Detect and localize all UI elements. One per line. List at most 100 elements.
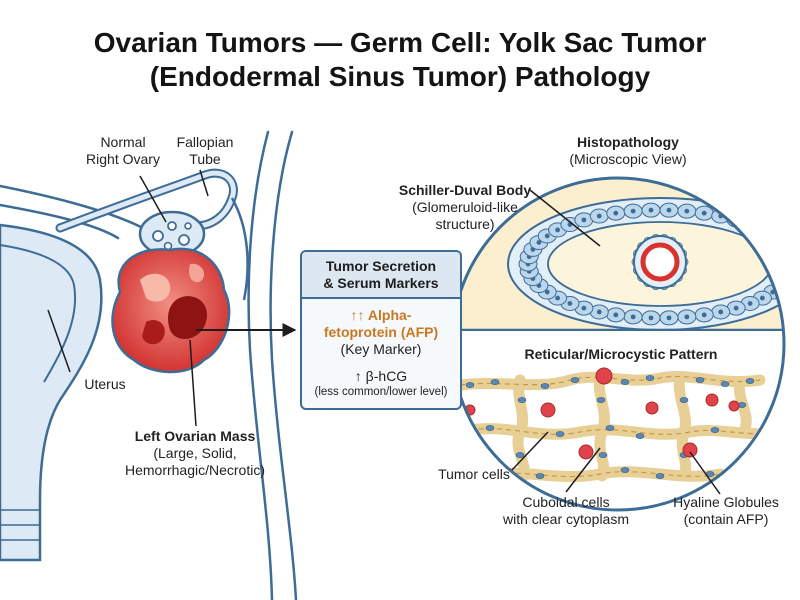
afp-marker-line2: fetoprotein (AFP) [323, 324, 439, 340]
cell-nucleus [759, 227, 765, 233]
cell-nucleus [555, 295, 561, 301]
cell-nucleus [778, 283, 784, 288]
cell-nucleus [788, 254, 793, 259]
tumor-cell [655, 473, 665, 479]
cell-nucleus [666, 207, 672, 213]
tumor-cell [620, 467, 630, 473]
afp-marker: ↑↑ Alpha- fetoprotein (AFP) [302, 307, 460, 341]
cell-nucleus [596, 213, 602, 219]
tumor-cell [635, 433, 645, 439]
cell-nucleus [555, 227, 561, 233]
anatomy-leader-lines [47, 169, 209, 427]
hcg-note: (less common/lower level) [314, 386, 448, 398]
cell-nucleus [733, 217, 739, 223]
tumor-cell [535, 473, 545, 479]
uterus-label-text: Uterus [84, 376, 126, 392]
epithelial-cell [781, 263, 784, 279]
cell-nucleus [596, 309, 602, 315]
schiller-duval-label: Schiller-Duval Body (Glomeruloid-like st… [380, 182, 550, 233]
cell-nucleus [747, 222, 753, 227]
cell-nucleus [785, 247, 790, 252]
cell-nucleus [733, 305, 739, 311]
cell-nucleus [544, 289, 550, 295]
schiller-duval-label-line2: structure) [435, 216, 495, 232]
cell-nucleus [785, 276, 790, 281]
cell-nucleus [747, 301, 753, 306]
reticular-network-outline [459, 375, 784, 478]
schiller-duval-label-line1: (Glomeruloid-like [412, 199, 518, 215]
cell-nucleus [778, 240, 784, 245]
tumor-cell [570, 377, 580, 383]
cell-nucleus [648, 207, 654, 213]
cell-nucleus [759, 295, 765, 301]
tumor-cell [645, 375, 655, 381]
tumor-cell [710, 427, 720, 433]
cell-nucleus [630, 314, 636, 320]
tumor-cell [598, 452, 608, 458]
cell-nucleus [790, 262, 795, 267]
tumor-cell [515, 452, 525, 458]
cell-nucleus [788, 269, 793, 274]
title-line-1: Ovarian Tumors — Germ Cell: Yolk Sac Tum… [93, 27, 707, 58]
cell-nucleus [684, 314, 690, 320]
reticular-pattern-label-text: Reticular/Microcystic Pattern [524, 346, 718, 362]
cell-nucleus [666, 315, 672, 321]
ovarian-mass-label: Left Ovarian Mass (Large, Solid, Hemorrh… [110, 428, 280, 479]
fallopian-tube-label: Fallopian Tube [160, 134, 250, 168]
serum-markers-heading-line1: Tumor Secretion [325, 258, 437, 274]
cuboidal-cells-label-line1: Cuboidal cells [522, 494, 610, 510]
tumor-cell [720, 381, 730, 387]
normal-ovary-label: Normal Right Ovary [68, 134, 178, 168]
title-line-2: (Endodermal Sinus Tumor) Pathology [149, 61, 651, 92]
ovarian-mass-label-title: Left Ovarian Mass [134, 428, 256, 444]
cell-nucleus [770, 233, 776, 239]
histology-leader-lines [511, 189, 721, 495]
hyaline-globules [464, 367, 740, 460]
serum-markers-heading-line2: & Serum Markers [323, 275, 439, 291]
cuboidal-cells-label-line2: with clear cytoplasm [502, 511, 630, 527]
histopathology-title-text: Histopathology [577, 134, 679, 150]
cuboidal-cells-label: Cuboidal cells with clear cytoplasm [486, 494, 646, 528]
tumor-cell [765, 429, 775, 435]
hyaline-globules-label: Hyaline Globules (contain AFP) [656, 494, 796, 528]
tumor-cell [540, 383, 550, 389]
tumor-cell [490, 379, 500, 385]
ovarian-mass-label-line2: Hemorrhagic/Necrotic) [124, 462, 266, 478]
epithelial-cell [781, 249, 784, 265]
normal-ovary-shape [138, 210, 206, 258]
cell-nucleus [544, 233, 550, 239]
tumor-cell [596, 397, 606, 403]
cell-nucleus [581, 217, 587, 223]
body-outline [0, 130, 298, 600]
normal-ovary-label-line1: Normal [100, 134, 146, 150]
epithelial-cell [752, 222, 772, 238]
epithelial-cell [740, 217, 760, 233]
ovarian-mass-label-line1: (Large, Solid, [153, 445, 237, 461]
afp-marker-line1: ↑↑ Alpha- [350, 307, 412, 323]
fallopian-tube-label-line2: Tube [189, 151, 221, 167]
epithelial-cell [782, 256, 784, 272]
uterus-shape [0, 223, 103, 562]
afp-note: (Key Marker) [340, 341, 422, 357]
fallopian-tube-shape [55, 168, 249, 301]
tumor-cell [745, 378, 755, 384]
tumor-cell [517, 397, 527, 403]
tumor-cell [620, 379, 630, 385]
hyaline-globules-label-line2: (contain AFP) [683, 511, 769, 527]
tumor-cell [555, 431, 565, 437]
serum-markers-box: Tumor Secretion & Serum Markers ↑↑ Alpha… [300, 250, 462, 410]
cell-nucleus [684, 208, 690, 214]
cell-nucleus [701, 210, 707, 216]
epithelial-cell [777, 271, 784, 287]
fallopian-tube-label-line1: Fallopian [176, 134, 234, 150]
tumor-cell [605, 425, 615, 431]
cell-nucleus [718, 309, 724, 315]
hcg-marker: ↑ β-hCG [354, 368, 408, 384]
cell-nucleus [613, 312, 619, 318]
tumor-cell [679, 397, 689, 403]
cell-nucleus [630, 208, 636, 214]
histopathology-subtitle: (Microscopic View) [569, 151, 687, 167]
epithelial-cell [777, 241, 784, 257]
tumor-cell [485, 425, 495, 431]
